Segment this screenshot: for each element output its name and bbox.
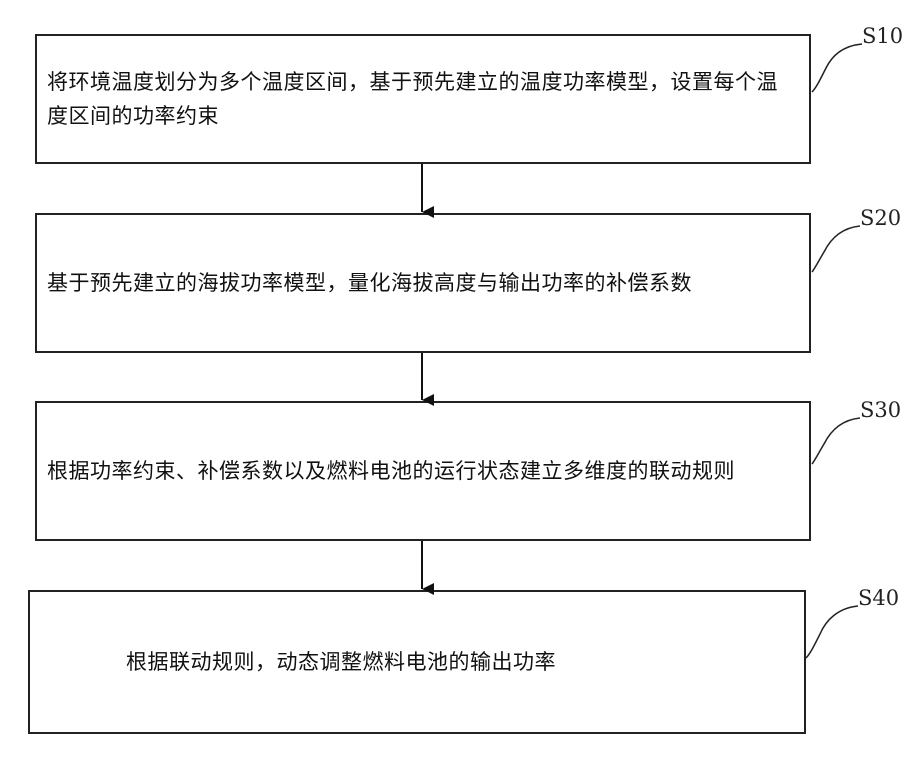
step-box-s40: 根据联动规则，动态调整燃料电池的输出功率: [28, 590, 806, 734]
step-text-s40: 根据联动规则，动态调整燃料电池的输出功率: [126, 645, 556, 679]
step-box-s30: 根据功率约束、补偿系数以及燃料电池的运行状态建立多维度的联动规则: [35, 401, 811, 541]
step-label-s10: S10: [862, 24, 903, 48]
leader-s10: [812, 44, 862, 92]
leader-s40: [806, 606, 858, 658]
step-label-s20: S20: [860, 206, 901, 230]
step-box-s10: 将环境温度划分为多个温度区间，基于预先建立的温度功率模型，设置每个温度区间的功率…: [35, 34, 811, 164]
step-box-s20: 基于预先建立的海拔功率模型，量化海拔高度与输出功率的补偿系数: [35, 213, 811, 353]
step-label-s30: S30: [860, 398, 901, 422]
step-text-s20: 基于预先建立的海拔功率模型，量化海拔高度与输出功率的补偿系数: [47, 266, 692, 300]
leader-s30: [812, 418, 860, 464]
step-label-s40: S40: [858, 586, 899, 610]
step-text-s10: 将环境温度划分为多个温度区间，基于预先建立的温度功率模型，设置每个温度区间的功率…: [47, 65, 799, 133]
step-text-s30: 根据功率约束、补偿系数以及燃料电池的运行状态建立多维度的联动规则: [47, 454, 735, 488]
leader-s20: [812, 226, 860, 272]
